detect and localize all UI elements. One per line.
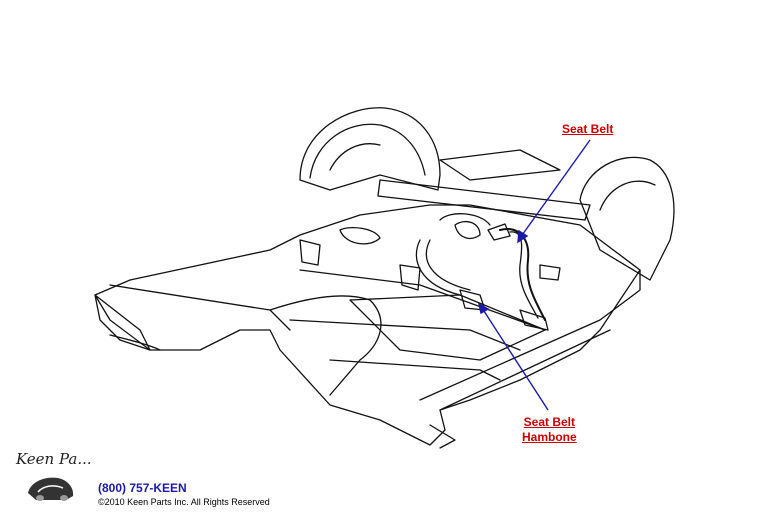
arrowhead-seat-belt (517, 229, 529, 244)
footer-phone[interactable]: (800) 757-KEEN (98, 481, 187, 495)
right-wheel-well (579, 156, 675, 281)
transmission-tunnel (269, 295, 382, 396)
logo-script-text: Keen Pa... (16, 450, 92, 468)
leader-line-hambone (481, 307, 549, 411)
keen-parts-logo (28, 477, 74, 501)
callout-hambone-line1: Seat Belt (523, 415, 576, 429)
corvette-silhouette (28, 477, 74, 500)
seat-belt-strap (499, 228, 546, 321)
floor-outline (94, 204, 641, 446)
arrowhead-hambone (477, 302, 490, 315)
callout-seat-belt-hambone[interactable]: Seat Belt Hambone (522, 415, 577, 445)
callout-hambone-line2: Hambone (522, 430, 577, 444)
footer-copyright: ©2010 Keen Parts Inc. All Rights Reserve… (98, 497, 270, 507)
leader-line-seat-belt (519, 139, 591, 239)
left-wheel-well (299, 107, 441, 191)
rear-crossmember (377, 179, 591, 221)
callout-seat-belt[interactable]: Seat Belt (562, 122, 614, 136)
